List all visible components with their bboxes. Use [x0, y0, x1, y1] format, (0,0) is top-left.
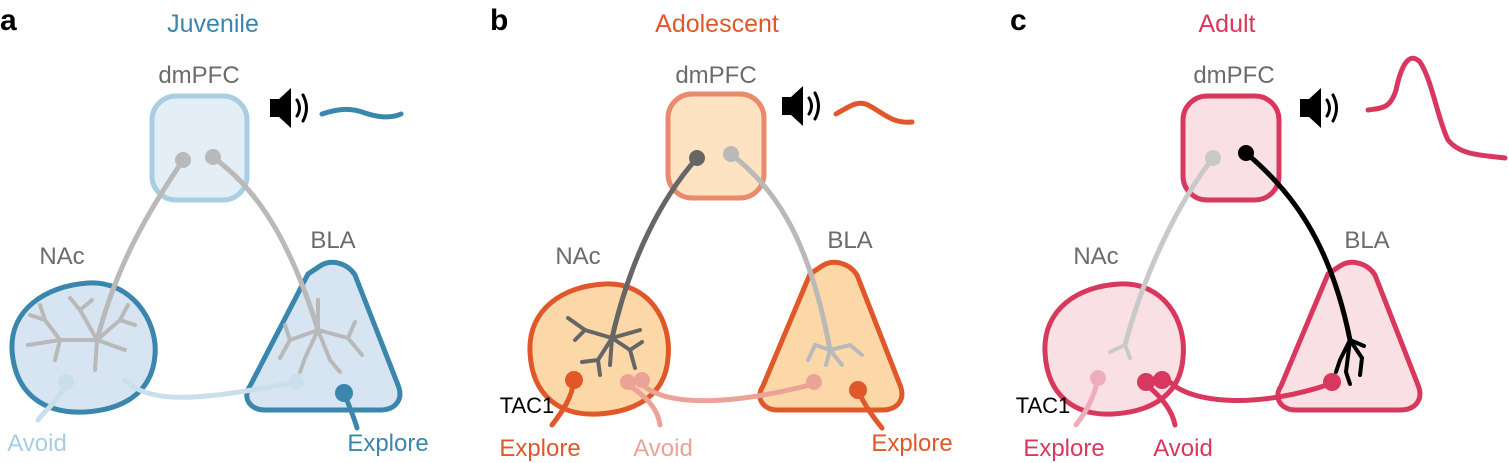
neuron-dot-a2 [205, 149, 221, 165]
projection-dmpfc-nac-a [94, 157, 186, 343]
sound-trace-a [319, 106, 404, 120]
panel-a: a Juvenile dmPFC NAc BLA [0, 4, 429, 457]
bla-region-b [757, 259, 905, 413]
dendrites-bla-b [806, 342, 864, 367]
neuron-dot-b2 [723, 146, 739, 162]
label-bla-a: BLA [310, 227, 355, 254]
dmpfc-box-c [1180, 93, 1282, 203]
neuron-dot-c2 [1238, 145, 1254, 161]
output-avoid-a [35, 379, 69, 423]
label-nac-a: NAc [39, 243, 84, 270]
outcome-explore-b: Explore [499, 435, 580, 462]
nac-region-a [9, 280, 158, 415]
panel-title-juvenile: Juvenile [167, 10, 259, 38]
sound-trace-c [1365, 55, 1508, 161]
neuron-bla-c [1323, 373, 1341, 391]
label-bla-b: BLA [827, 227, 872, 254]
neuron-dot-b1 [689, 150, 705, 166]
panel-letter-b: b [490, 4, 508, 37]
panel-b: b Adolescent dmPFC NAc BLA [490, 4, 953, 462]
dmpfc-box-b [665, 91, 767, 201]
neuron-avoid-b2 [634, 372, 650, 388]
label-nac-b: NAc [555, 243, 600, 270]
label-dmpfc-b: dmPFC [675, 62, 756, 89]
dendrites-bla-c [1334, 338, 1366, 386]
bla-region-a [244, 259, 403, 413]
dendrites-nac-b [566, 316, 644, 377]
panel-letter-a: a [0, 4, 17, 37]
outcome-avoid-c: Avoid [1153, 435, 1213, 462]
dendrites-nac-a [26, 296, 137, 372]
panel-title-adult: Adult [1199, 10, 1256, 38]
dendrites-nac-c [1108, 343, 1132, 360]
panel-c: c Adult dmPFC NAc BLA [1010, 4, 1508, 462]
projection-dmpfc-nac-c [1122, 155, 1216, 348]
output-avoid-b [627, 383, 663, 428]
projection-nac-bla-b [637, 379, 817, 404]
dendrites-bla-a [278, 298, 364, 374]
speaker-icon [780, 84, 820, 128]
projection-dmpfc-nac-b [609, 155, 700, 341]
label-bla-c: BLA [1344, 227, 1389, 254]
projection-dmpfc-bla-a [210, 154, 321, 333]
outcome-avoid-b: Avoid [633, 435, 693, 462]
outcome-explore-c: Explore [1023, 435, 1104, 462]
output-explore-c [1073, 375, 1101, 428]
neuron-dot-c1 [1205, 150, 1221, 166]
output-explore-b [549, 377, 577, 428]
projection-nac-bla-a [122, 377, 295, 400]
outcome-avoid-a: Avoid [7, 430, 67, 457]
label-dmpfc-c: dmPFC [1193, 62, 1274, 89]
speaker-icon [268, 86, 308, 130]
output-explore-a [341, 390, 360, 431]
sound-trace-b [833, 100, 915, 125]
panel-letter-c: c [1010, 4, 1027, 37]
label-dmpfc-a: dmPFC [158, 62, 239, 89]
neuron-bla-a [288, 374, 304, 390]
projection-nac-bla-c [1165, 377, 1333, 403]
label-tac1-c: TAC1 [1016, 393, 1071, 418]
output-explore-b2 [855, 387, 885, 431]
neuron-dot-a1 [175, 152, 191, 168]
label-nac-c: NAc [1073, 243, 1118, 270]
outcome-explore-a: Explore [347, 430, 428, 457]
label-tac1-b: TAC1 [500, 393, 555, 418]
outcome-explore-b2: Explore [871, 430, 952, 457]
neuron-avoid-c2 [1153, 371, 1171, 389]
projection-dmpfc-bla-b [728, 151, 833, 353]
neuron-bla-b [806, 374, 822, 390]
output-avoid-c [1145, 383, 1178, 428]
panel-title-adolescent: Adolescent [655, 10, 779, 38]
speaker-icon [1298, 86, 1338, 130]
projection-dmpfc-bla-c [1243, 150, 1353, 343]
